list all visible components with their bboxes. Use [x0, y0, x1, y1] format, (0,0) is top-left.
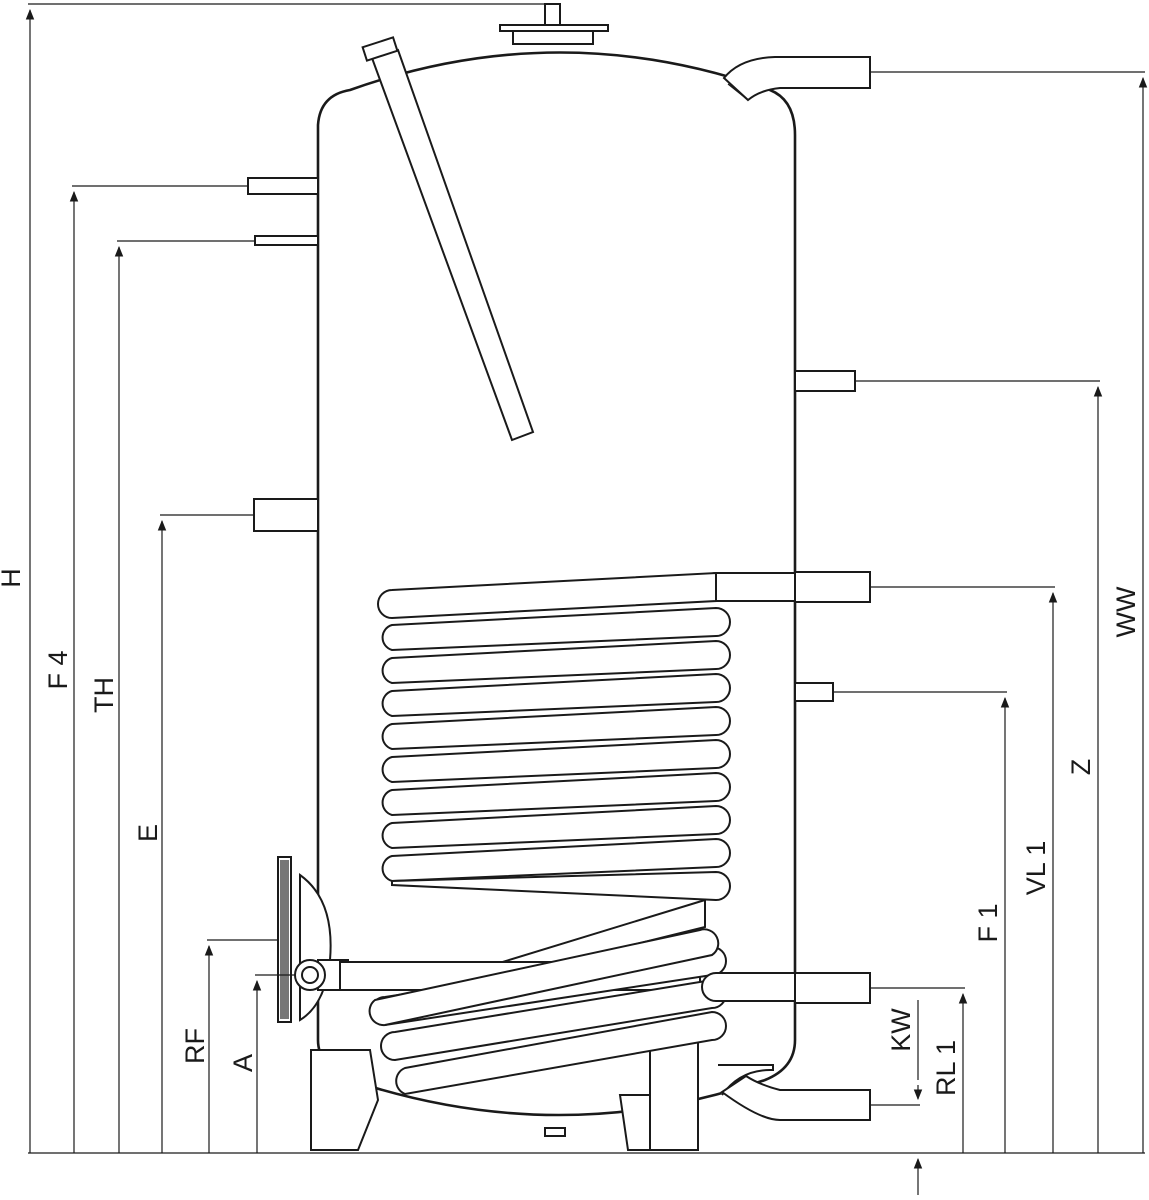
- label-a: A: [228, 1054, 258, 1072]
- dimension-lines: [25, 8, 1148, 1195]
- label-z: Z: [1066, 759, 1096, 776]
- lower-coil: [339, 898, 796, 1096]
- label-e: E: [133, 824, 163, 842]
- tank-feet: [310, 1037, 699, 1151]
- label-f4: F 4: [43, 650, 73, 689]
- label-vl1: VL 1: [1021, 841, 1051, 896]
- upper-coil: [377, 571, 796, 902]
- left-connections: [247, 177, 319, 532]
- anode-rod: [361, 36, 535, 442]
- label-ww: WW: [1111, 586, 1141, 637]
- label-rf: RF: [180, 1028, 210, 1064]
- label-th: TH: [89, 677, 119, 713]
- label-rl1: RL 1: [931, 1040, 961, 1096]
- dimension-labels: H F 4 TH E RF A WW Z VL 1 F 1 KW RL 1: [0, 568, 1141, 1096]
- label-kw: KW: [886, 1008, 916, 1052]
- label-f1: F 1: [973, 903, 1003, 942]
- extension-lines: [28, 3, 1145, 1106]
- label-h: H: [0, 568, 26, 588]
- cleaning-flange: [277, 856, 349, 1023]
